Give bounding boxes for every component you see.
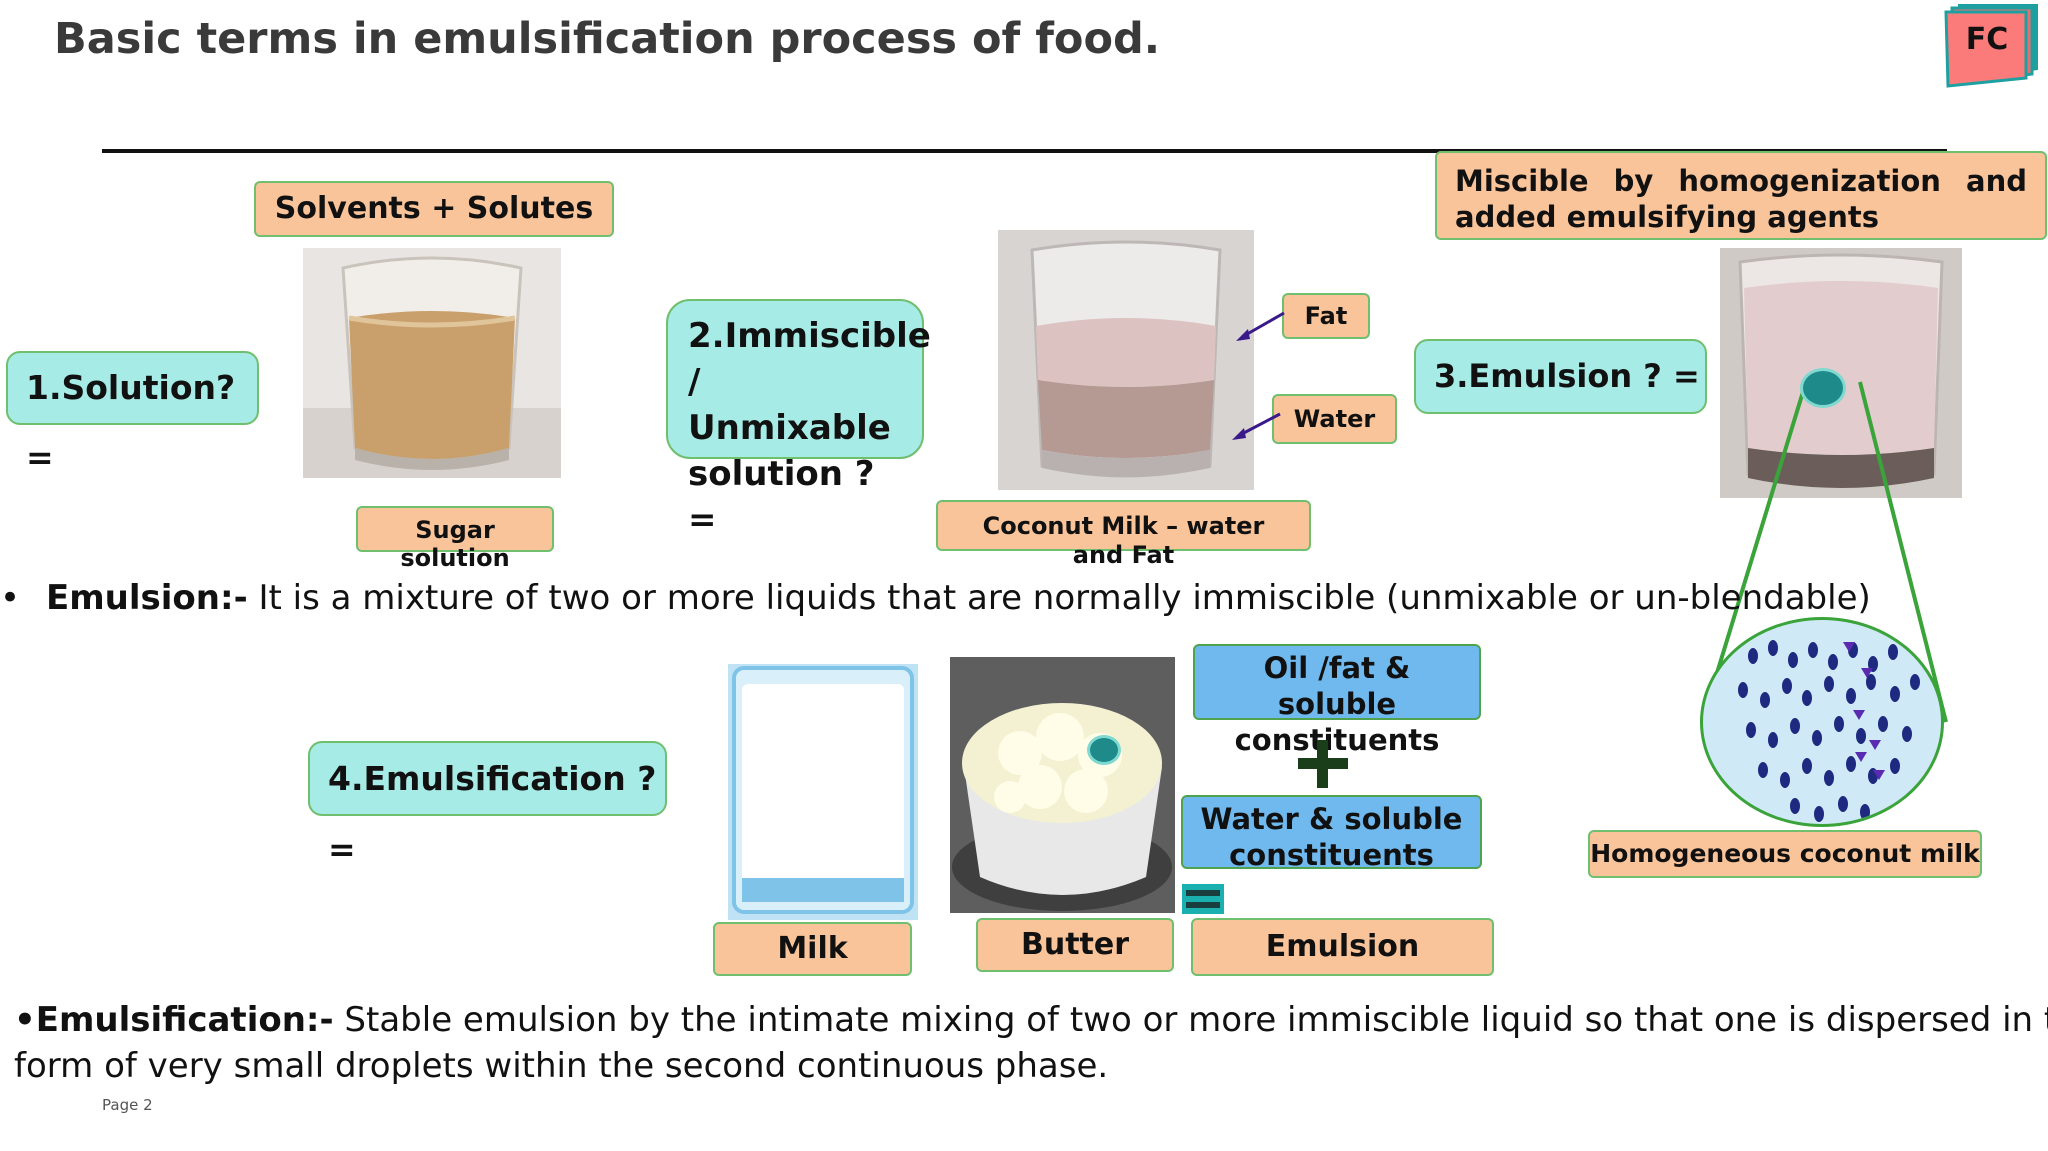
- oil-fat-box: Oil /fat & soluble constituents: [1193, 644, 1481, 757]
- equals-icon: [1182, 884, 1224, 914]
- magnifier-icon: [1800, 368, 1846, 408]
- emulsification-term: •Emulsification:-: [14, 1000, 334, 1040]
- emulsion-question: 3.Emulsion ? =: [1414, 339, 1707, 414]
- badge-label: FC: [1965, 22, 2009, 57]
- fat-label: Fat: [1282, 293, 1370, 339]
- emulsification-question: 4.Emulsification ? =: [308, 741, 667, 869]
- magnifier-icon: [1087, 735, 1121, 765]
- emulsion-term: Emulsion:-: [46, 578, 248, 618]
- butter-photo: [950, 657, 1175, 913]
- page-number: Page 2: [102, 1096, 153, 1114]
- water-soluble-box: Water & soluble constituents: [1181, 795, 1482, 872]
- droplet-magnified-view: [1700, 617, 1944, 827]
- coconut-milk-photo: [998, 230, 1254, 490]
- water-arrow-icon: [1232, 412, 1281, 440]
- emulsion-definition: • Emulsion:- It is a mixture of two or mo…: [0, 578, 1871, 618]
- miscible-text: Miscible by homogenization and added emu…: [1455, 164, 2027, 234]
- miscible-label: Miscible by homogenization and added emu…: [1435, 151, 2047, 240]
- immiscible-question: 2.Immiscible / Unmixable solution ? =: [666, 299, 931, 540]
- book-icon: [1944, 4, 2038, 88]
- emulsification-definition-line2: form of very small droplets within the s…: [14, 1046, 1109, 1086]
- water-label: Water: [1272, 394, 1397, 444]
- water-soluble-text: Water & soluble constituents: [1200, 802, 1463, 872]
- milk-photo: [728, 664, 918, 920]
- emulsion-text: It is a mixture of two or more liquids t…: [247, 578, 1871, 618]
- emulsification-text-1: Stable emulsion by the intimate mixing o…: [333, 1000, 2048, 1040]
- fat-arrow-icon: [1236, 311, 1285, 341]
- sugar-solution-text: Sugar solution: [400, 516, 510, 572]
- bullet: •: [0, 578, 21, 618]
- coconut-milk-label: Coconut Milk – water and Fat: [936, 500, 1311, 569]
- emulsion-label: Emulsion: [1191, 918, 1494, 976]
- homogeneous-label: Homogeneous coconut milk: [1588, 830, 1982, 878]
- sugar-solution-label: Sugar solution: [356, 506, 554, 572]
- page-title: Basic terms in emulsification process of…: [54, 14, 1161, 64]
- title-divider: [102, 149, 1947, 153]
- milk-label: Milk: [713, 922, 912, 976]
- plus-icon: [1298, 740, 1348, 788]
- fc-badge: FC: [1940, 0, 2040, 90]
- sugar-solution-photo: [303, 248, 561, 478]
- solvents-solutes-label: Solvents + Solutes: [254, 181, 614, 237]
- butter-label: Butter: [976, 918, 1174, 972]
- coconut-milk-text: Coconut Milk – water and Fat: [982, 512, 1265, 569]
- emulsification-definition-line1: •Emulsification:- Stable emulsion by the…: [14, 1000, 2048, 1040]
- solution-question: 1.Solution? =: [6, 351, 259, 477]
- oil-fat-text: Oil /fat & soluble constituents: [1234, 651, 1440, 757]
- homogenized-milk-photo: [1720, 248, 1962, 498]
